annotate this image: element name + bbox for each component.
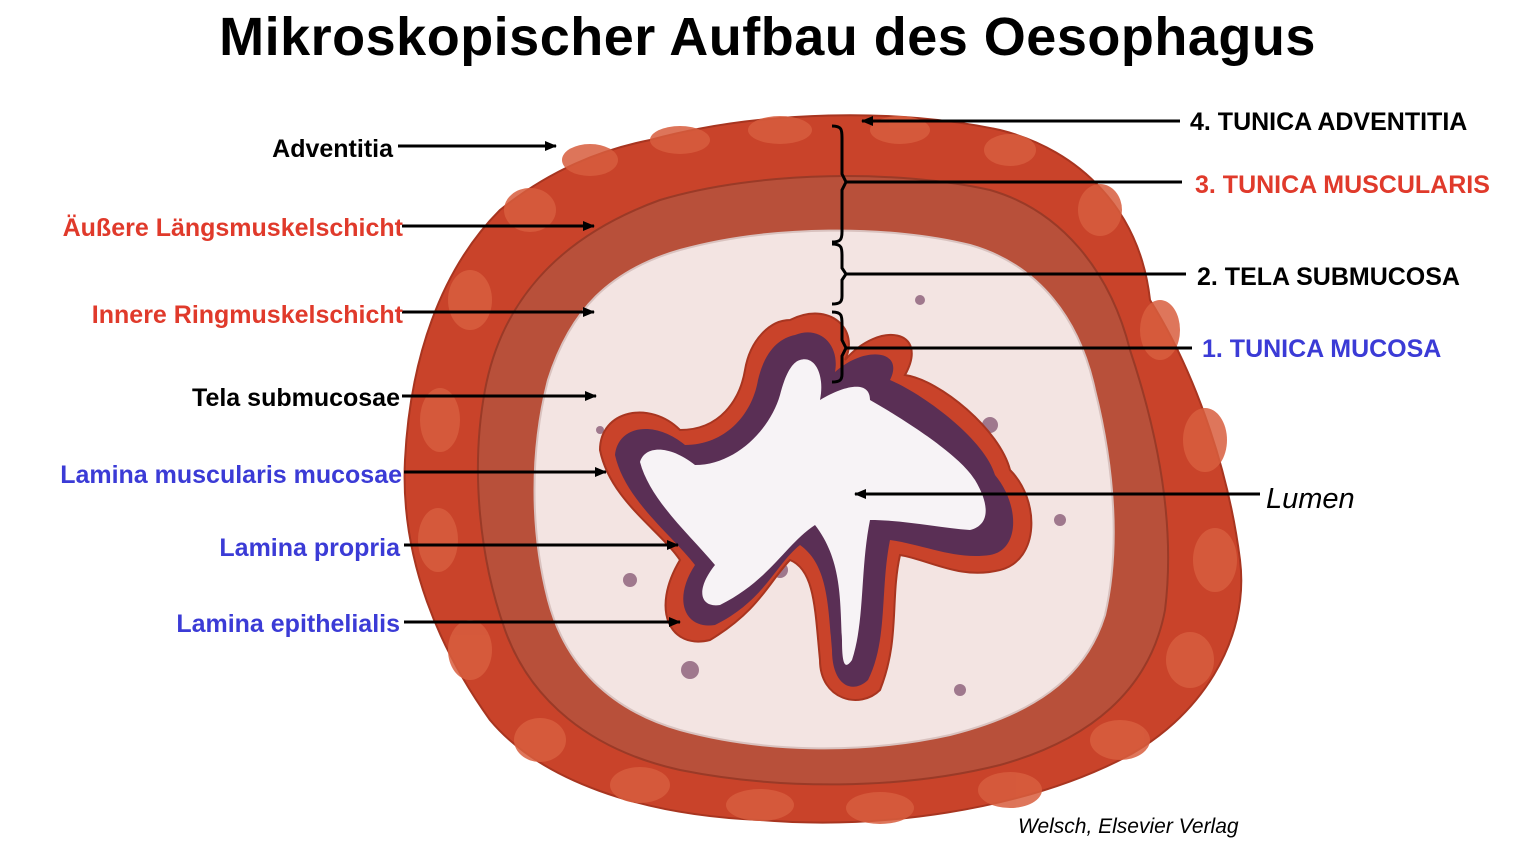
- label-innere-ringmuskelschicht: Innere Ringmuskelschicht: [91, 301, 403, 329]
- label-aeussere-laengsmuskelschicht: Äußere Längsmuskelschicht: [62, 214, 403, 242]
- label-adventitia: Adventitia: [272, 135, 393, 163]
- label-lamina-muscularis-mucosae: Lamina muscularis mucosae: [60, 461, 402, 489]
- label-tela-submucosae: Tela submucosae: [192, 384, 400, 412]
- label-lamina-epithelialis: Lamina epithelialis: [176, 610, 400, 638]
- credit-text: Welsch, Elsevier Verlag: [1018, 815, 1239, 838]
- label-tela-submucosa: 2. TELA SUBMUCOSA: [1197, 263, 1460, 291]
- label-lamina-propria: Lamina propria: [219, 534, 400, 562]
- label-lumen: Lumen: [1266, 483, 1355, 515]
- page-title: Mikroskopischer Aufbau des Oesophagus: [219, 7, 1316, 67]
- label-tunica-mucosa: 1. TUNICA MUCOSA: [1202, 335, 1442, 363]
- lumen-shape: [640, 359, 986, 665]
- label-tunica-muscularis: 3. TUNICA MUSCULARIS: [1195, 171, 1490, 199]
- label-tunica-adventitia: 4. TUNICA ADVENTITIA: [1190, 108, 1468, 136]
